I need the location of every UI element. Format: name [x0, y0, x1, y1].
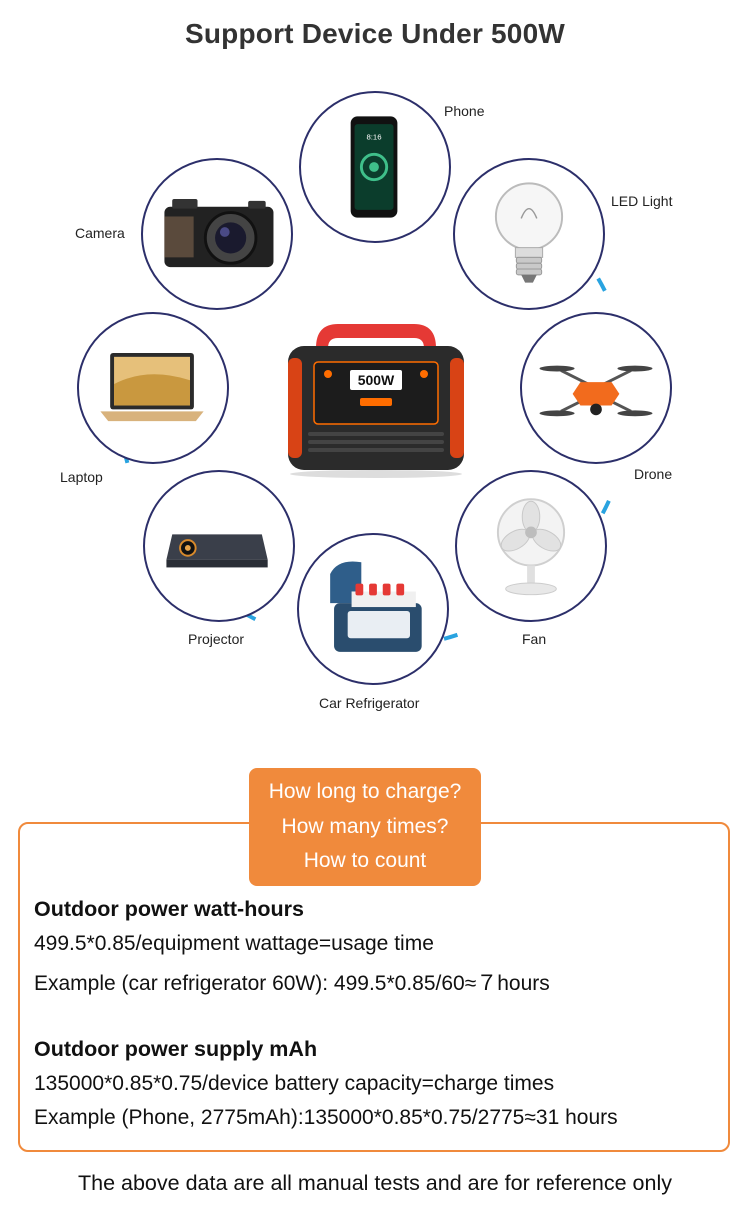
device-circle-drone — [520, 312, 672, 464]
fan-icon — [496, 498, 566, 596]
footer-note: The above data are all manual tests and … — [78, 1171, 672, 1195]
page-title: Support Device Under 500W — [185, 18, 565, 49]
device-circle-car-refrigerator — [297, 533, 449, 685]
power-rating-label: 500W — [358, 372, 395, 388]
question-charge-count: How many times? — [281, 814, 449, 838]
device-label-phone: Phone — [444, 103, 485, 119]
device-label-camera: Camera — [75, 225, 125, 241]
device-label-laptop: Laptop — [60, 469, 103, 485]
section-heading-mah: Outdoor power supply mAh — [34, 1037, 318, 1061]
device-circle-camera — [141, 158, 293, 310]
formula-mah: 135000*0.85*0.75/device battery capacity… — [34, 1072, 555, 1095]
device-circle-projector — [143, 470, 295, 622]
formula-watt-hours: 499.5*0.85/equipment wattage=usage time — [34, 932, 434, 955]
device-label-projector: Projector — [188, 631, 245, 647]
device-label-drone: Drone — [634, 466, 673, 482]
example-watt-hours: Example (car refrigerator 60W): 499.5*0.… — [34, 972, 550, 995]
device-circle-laptop — [77, 312, 229, 464]
laptop-icon — [100, 352, 204, 422]
device-circle-phone: 8:16 — [299, 91, 451, 243]
questions-badge: How long to charge? How many times? How … — [249, 768, 481, 886]
question-charge-time: How long to charge? — [268, 780, 462, 803]
projector-icon — [166, 534, 268, 568]
device-circle-led-light — [453, 158, 605, 310]
device-label-car-refrigerator: Car Refrigerator — [319, 695, 420, 711]
refrigerator-icon — [330, 561, 422, 652]
device-circle-fan — [455, 470, 607, 622]
drone-icon — [539, 365, 653, 417]
power-station-image: 500W — [268, 318, 484, 478]
phone-icon: 8:16 — [350, 116, 398, 218]
device-label-fan: Fan — [522, 631, 547, 647]
bulb-icon — [494, 182, 564, 283]
svg-text:8:16: 8:16 — [366, 133, 381, 142]
example-mah: Example (Phone, 2775mAh):135000*0.85*0.7… — [34, 1106, 618, 1129]
camera-icon — [164, 198, 274, 268]
device-label-led-light: LED Light — [611, 193, 673, 209]
section-heading-watt-hours: Outdoor power watt-hours — [34, 897, 304, 921]
question-how-to-count: How to count — [303, 849, 427, 872]
